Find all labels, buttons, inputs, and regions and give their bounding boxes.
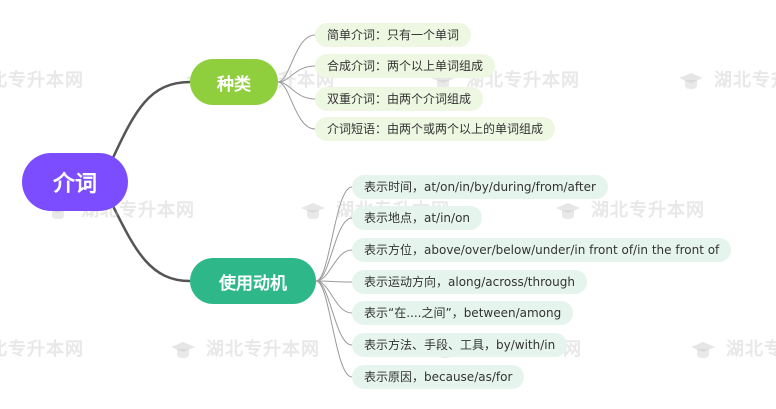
graduation-cap-icon [300,200,326,222]
watermark: 湖北专升本网 [0,70,84,91]
connector-types-leaf-1 [277,34,316,83]
watermark: 湖北专升本网 [170,335,320,361]
connector-usage-leaf-6 [315,280,353,346]
connector-types-leaf-4 [277,81,316,130]
connector-usage-leaf-7 [315,280,353,378]
graduation-cap-icon [45,200,71,222]
connector-usage-leaf-1 [315,186,353,282]
graduation-cap-icon [690,339,716,361]
leaf-node: 表示原因，because/as/for [352,365,525,389]
leaf-node: 表示方位，above/over/below/under/in front of/… [352,238,732,262]
watermark: 湖北专升本网 [0,339,84,360]
graduation-cap-icon [678,70,704,92]
leaf-node: 表示方法、手段、工具，by/with/in [352,333,568,357]
watermark: 湖北专升本网 [555,196,705,222]
leaf-node: 表示“在....之间”，between/among [352,301,574,325]
connector-usage-leaf-4 [315,280,353,283]
watermark: 湖北专升本网 [678,66,776,92]
connector-usage-leaf-3 [315,249,353,282]
connector-root-types [110,80,191,161]
leaf-node: 合成介词：两个以上单词组成 [315,54,496,78]
leaf-node: 表示地点，at/in/on [352,206,483,230]
branch-node-types: 种类 [190,59,278,105]
graduation-cap-icon [555,200,581,222]
graduation-cap-icon [430,70,456,92]
root-node: 介词 [22,153,128,211]
watermark: 湖北专升本网 [430,66,580,92]
leaf-node: 介词短语：由两个或两个以上的单词组成 [315,117,556,141]
leaf-node: 表示时间，at/on/in/by/during/from/after [352,175,608,199]
graduation-cap-icon [170,339,196,361]
watermark: 湖北专升本网 [690,335,776,361]
leaf-node: 表示运动方向，along/across/through [352,270,587,294]
leaf-node: 简单介词：只有一个单词 [315,23,472,47]
connector-root-usage [110,203,191,283]
connector-usage-leaf-2 [315,217,353,282]
branch-node-usage: 使用动机 [190,258,316,304]
connector-types-leaf-2 [277,65,316,83]
leaf-node: 双重介词：由两个介词组成 [315,87,484,111]
